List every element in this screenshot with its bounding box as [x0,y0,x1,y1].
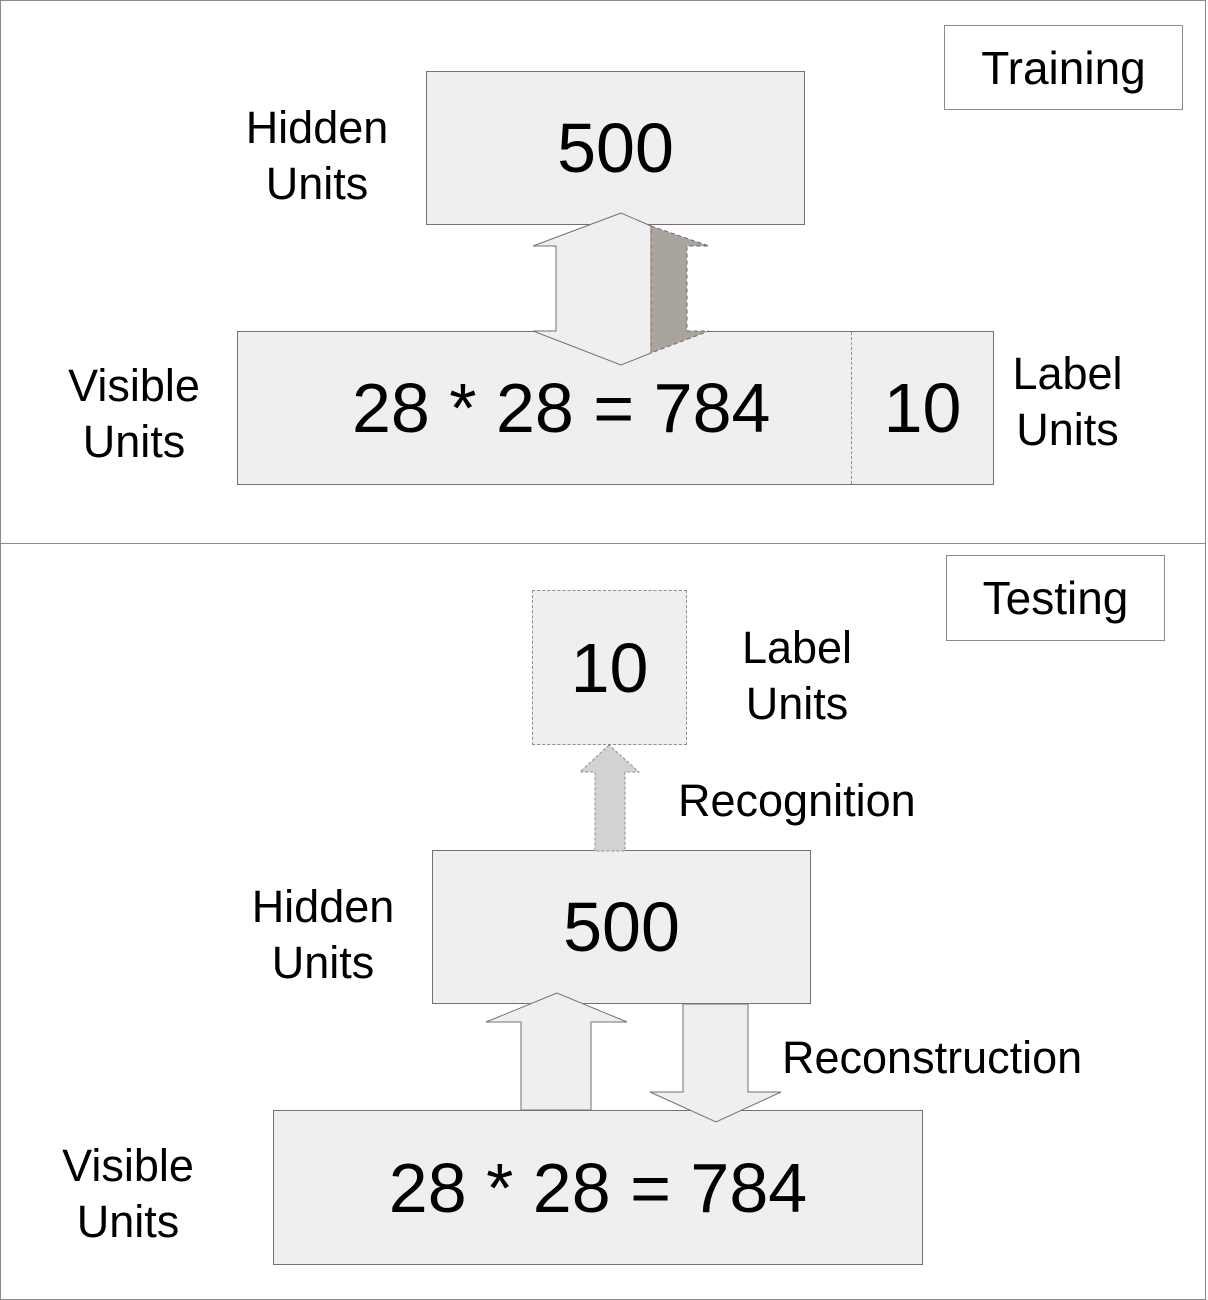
training-label-divider [851,332,852,484]
testing-visible-label: Visible Units [44,1138,212,1250]
training-visible-label-line1: Visible [68,360,200,411]
testing-hidden-label-line1: Hidden [251,881,395,932]
training-label-count: 10 [883,369,962,447]
testing-hidden-count: 500 [563,888,680,966]
training-visible-label-line2: Units [82,416,186,467]
testing-visible-label-line2: Units [76,1196,180,1247]
training-label-label-line1: Label [1012,348,1123,399]
testing-hidden-box: 500 [432,850,811,1004]
testing-label-box: 10 [532,590,687,745]
testing-visible-label-line1: Visible [62,1140,194,1191]
recognition-arrow [578,744,641,852]
upward-arrow [485,992,628,1111]
training-hidden-label-line2: Units [265,158,369,209]
training-visible-count: 28 * 28 = 784 [352,369,771,447]
training-label-label-line2: Units [1016,404,1119,455]
training-bidirectional-arrow-light [532,212,652,366]
training-tag: Training [944,25,1183,110]
testing-hidden-label-line2: Units [271,937,375,988]
training-hidden-label-line1: Hidden [245,102,389,153]
training-label-box: 10 [852,331,993,485]
reconstruction-arrow [649,1003,782,1123]
training-bidirectional-arrow-dark [650,225,710,354]
testing-tag-text: Testing [982,572,1129,624]
testing-label-label-line1: Label [741,622,853,673]
training-label-label: Label Units [995,346,1140,458]
training-hidden-label: Hidden Units [232,100,402,212]
reconstruction-label: Reconstruction [782,1032,1083,1083]
testing-visible-box: 28 * 28 = 784 [273,1110,923,1265]
recognition-label: Recognition [678,775,916,826]
testing-label-label: Label Units [722,620,872,732]
training-hidden-count: 500 [557,109,674,187]
training-tag-text: Training [981,41,1146,94]
training-visible-label: Visible Units [50,358,218,470]
testing-label-count: 10 [570,628,649,707]
training-hidden-box: 500 [426,71,805,225]
testing-label-label-line2: Units [745,678,849,729]
testing-visible-count: 28 * 28 = 784 [388,1148,808,1227]
testing-hidden-label: Hidden Units [238,879,408,991]
testing-tag: Testing [946,555,1165,641]
